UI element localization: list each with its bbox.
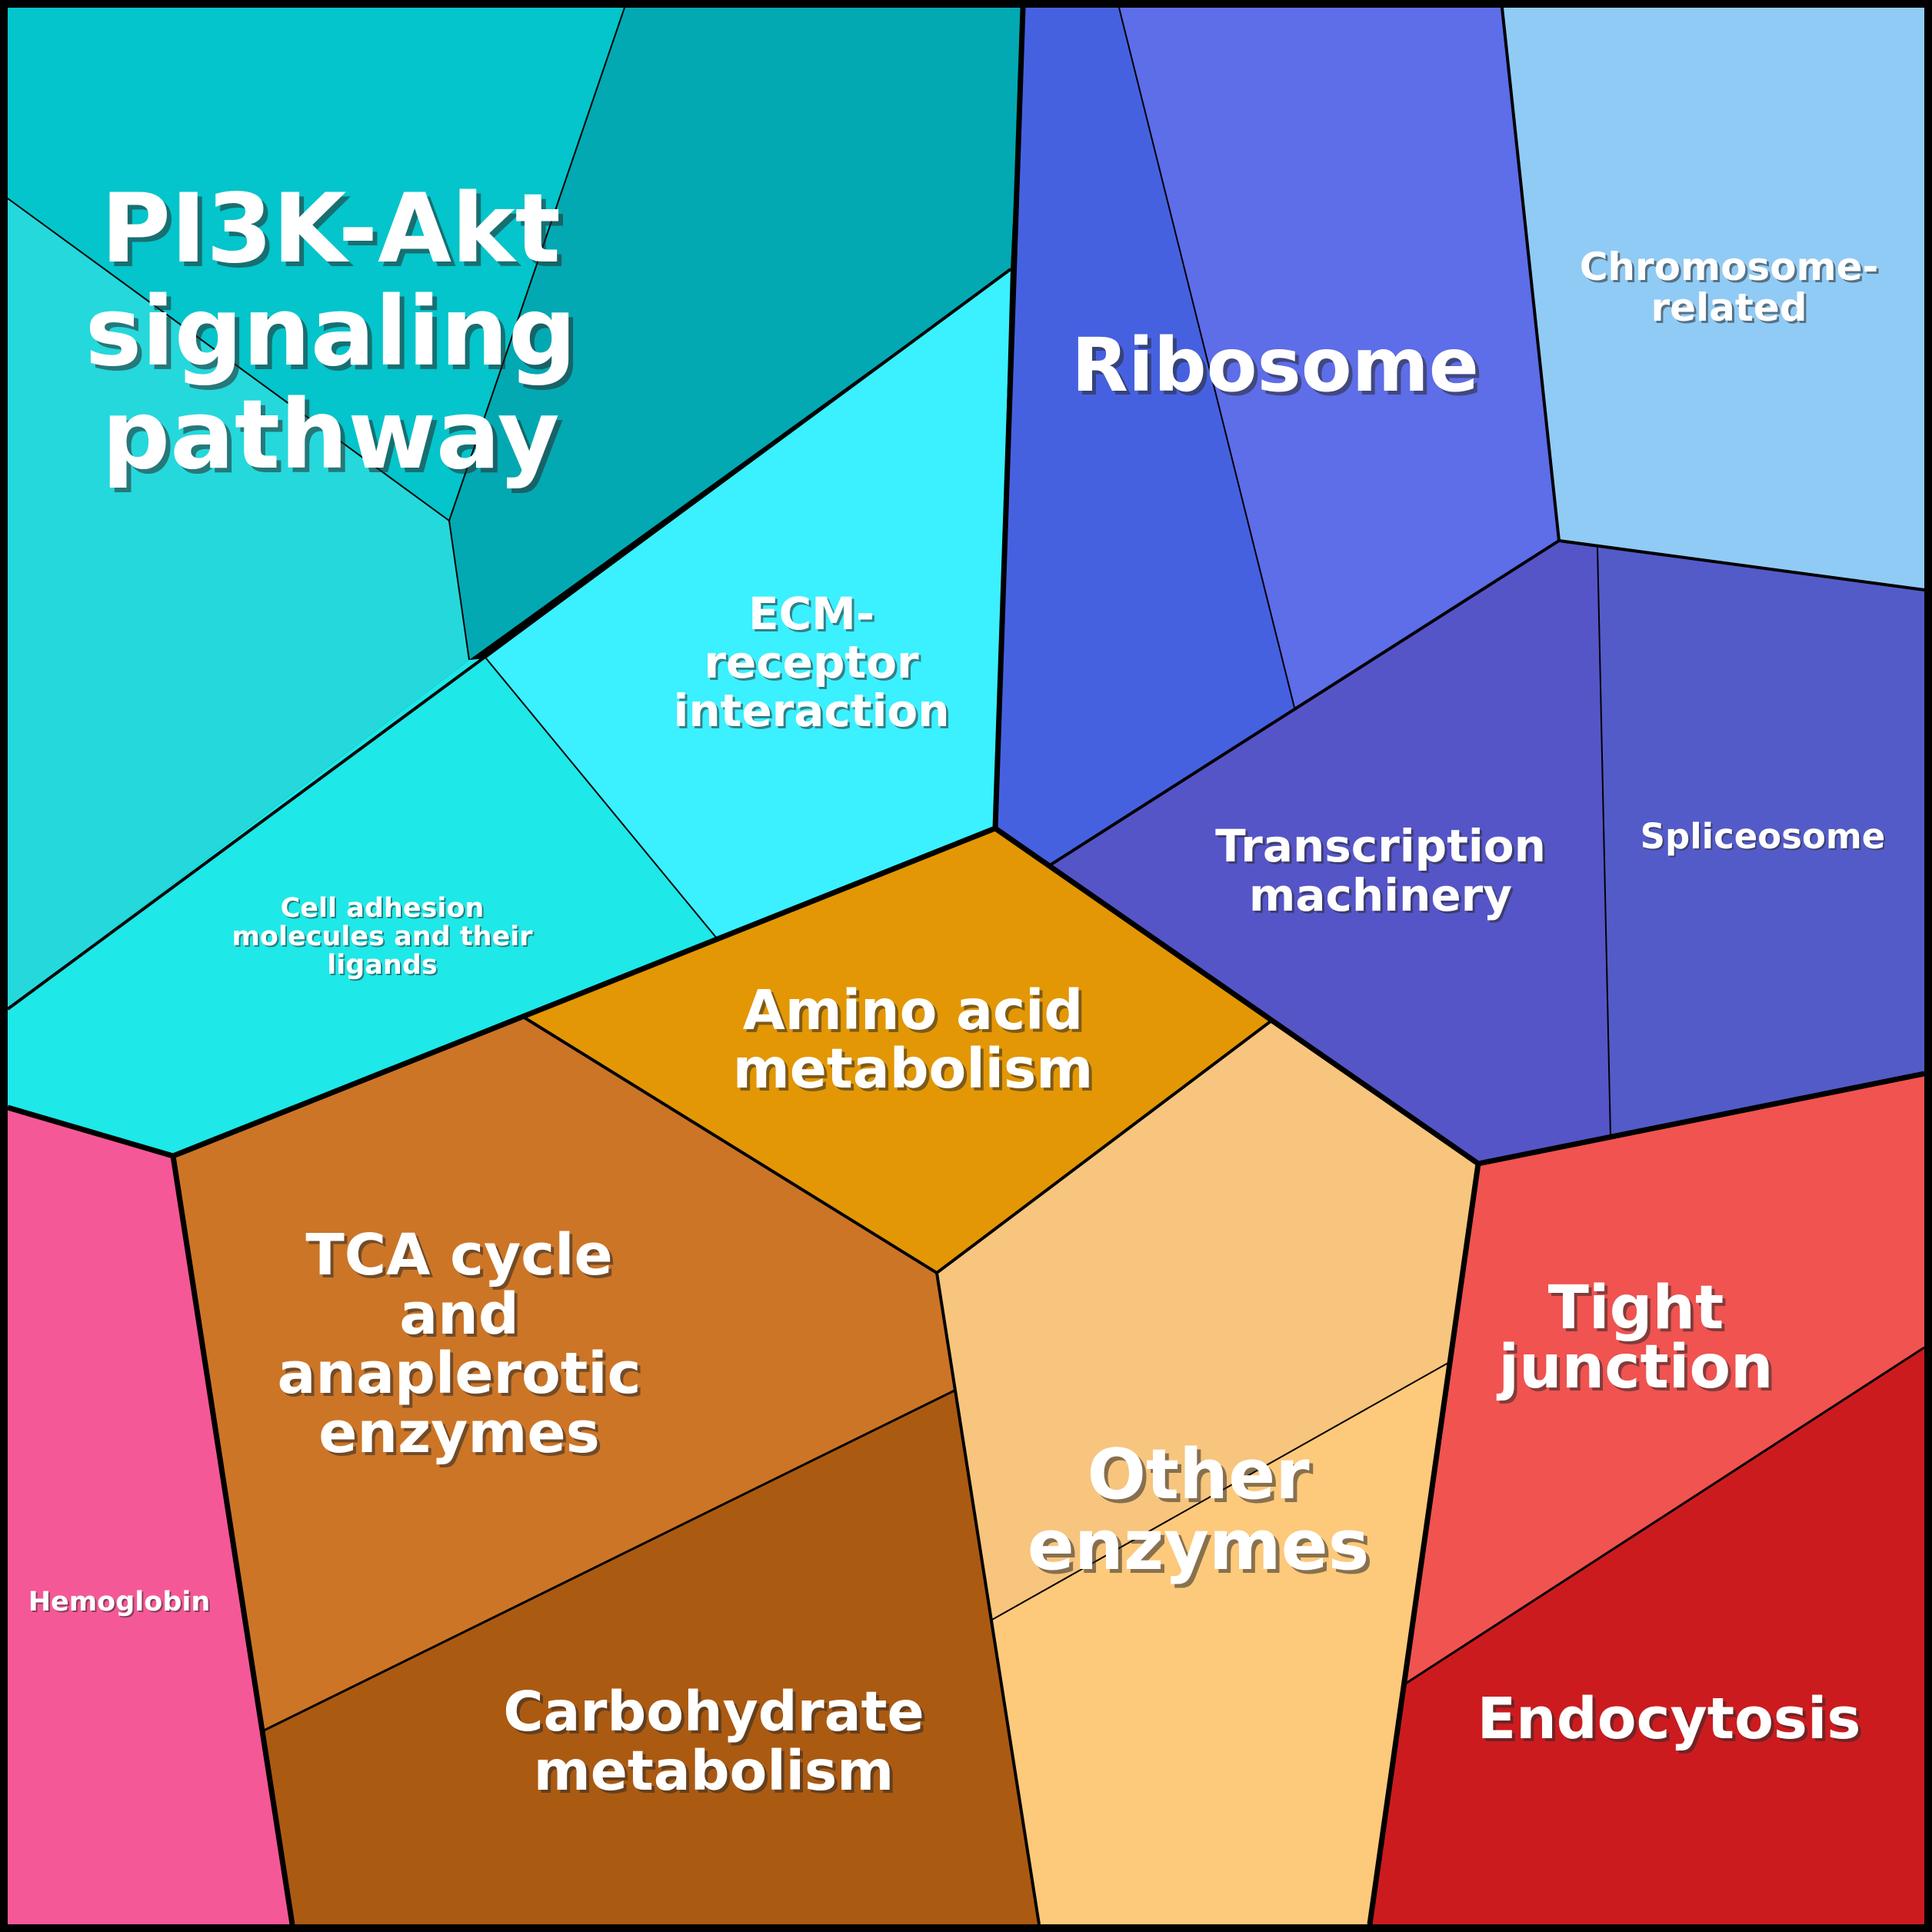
cell-chromosome[interactable] bbox=[1502, 8, 1924, 590]
label-line: Other bbox=[1087, 1434, 1310, 1515]
cell-pi3k-a[interactable] bbox=[8, 8, 625, 521]
label-shadow: Carbohydrate bbox=[506, 1683, 927, 1747]
label-shadow: Transcription bbox=[1217, 822, 1548, 874]
label-line: receptor bbox=[704, 636, 919, 688]
label-shadow: enzymes bbox=[321, 1403, 603, 1469]
label-ecm: ECM-ECM-receptorreceptorinteractioninter… bbox=[673, 588, 951, 739]
label-shadow: anaplerotic bbox=[280, 1344, 644, 1410]
label-line: pathway bbox=[102, 380, 559, 491]
cell-carbohydrate[interactable] bbox=[264, 1391, 1039, 1924]
label-line: machinery bbox=[1249, 869, 1512, 921]
cell-transcription[interactable] bbox=[1050, 541, 1611, 1164]
label-shadow: pathway bbox=[106, 385, 564, 495]
cell-ribosome-a[interactable] bbox=[995, 8, 1294, 865]
label-line: enzymes bbox=[1028, 1505, 1370, 1586]
label-line: junction bbox=[1496, 1333, 1773, 1402]
label-line: Ribosome bbox=[1071, 322, 1479, 408]
label-line: ligands bbox=[327, 950, 437, 981]
label-pi3k: PI3K-AktPI3K-Aktsignalingsignalingpathwa… bbox=[85, 174, 581, 495]
label-line: Amino acid bbox=[743, 978, 1083, 1042]
label-shadow: TCA cycle bbox=[308, 1225, 615, 1291]
label-shadow: Tight bbox=[1551, 1277, 1727, 1346]
label-shadow: signaling bbox=[89, 281, 581, 392]
label-shadow: Other bbox=[1091, 1438, 1314, 1519]
cell-ecm[interactable] bbox=[486, 269, 1011, 938]
label-shadow: metabolism bbox=[736, 1040, 1097, 1104]
group-junction bbox=[1370, 1074, 1925, 1924]
label-line: metabolism bbox=[534, 1739, 894, 1803]
label-shadow: Ribosome bbox=[1075, 326, 1483, 412]
group-metabolism bbox=[173, 828, 1478, 1925]
label-line: metabolism bbox=[733, 1037, 1094, 1101]
label-shadow: PI3K-Akt bbox=[105, 178, 565, 289]
label-line: molecules and their bbox=[232, 921, 533, 952]
label-shadow: ligands bbox=[328, 951, 438, 982]
label-shadow: junction bbox=[1499, 1336, 1776, 1405]
label-line: Chromosome- bbox=[1580, 245, 1879, 289]
cell-cell-adhesion[interactable] bbox=[8, 658, 717, 1156]
label-line: anaplerotic bbox=[277, 1341, 641, 1407]
label-shadow: molecules and their bbox=[233, 923, 535, 954]
cell-hemoglobin[interactable] bbox=[8, 1108, 292, 1924]
label-line: enzymes bbox=[318, 1400, 600, 1466]
label-line: Carbohydrate bbox=[503, 1680, 924, 1744]
label-line: related bbox=[1651, 285, 1807, 330]
cell-spliceosome[interactable] bbox=[1597, 548, 1924, 1137]
label-line: ECM- bbox=[748, 588, 874, 640]
label-shadow: enzymes bbox=[1031, 1509, 1374, 1590]
label-line: interaction bbox=[673, 685, 949, 737]
label-line: Endocytosis bbox=[1477, 1686, 1861, 1752]
label-shadow: ECM- bbox=[751, 590, 877, 642]
label-shadow: metabolism bbox=[537, 1742, 898, 1806]
group-ribosome bbox=[995, 7, 1925, 1164]
group-pi3k bbox=[6, 7, 1023, 1156]
label-line: PI3K-Akt bbox=[101, 174, 561, 285]
label-shadow: Chromosome- bbox=[1582, 247, 1881, 291]
label-shadow: Hemoglobin bbox=[30, 1588, 212, 1619]
label-shadow: receptor bbox=[706, 638, 921, 691]
label-shadow: and bbox=[402, 1284, 522, 1351]
label-shadow: Spliceosome bbox=[1642, 818, 1887, 858]
cell-tca[interactable] bbox=[173, 1017, 954, 1730]
label-shadow: Endocytosis bbox=[1481, 1689, 1864, 1755]
cell-tight-junction[interactable] bbox=[1404, 1074, 1924, 1684]
label-shadow: related bbox=[1653, 288, 1809, 332]
label-line: Transcription bbox=[1215, 820, 1546, 872]
cell-pi3k-c[interactable] bbox=[8, 198, 469, 1009]
label-line: Spliceosome bbox=[1641, 816, 1886, 857]
label-line: and bbox=[399, 1281, 519, 1347]
label-carbohydrate: CarbohydrateCarbohydratemetabolismmetabo… bbox=[503, 1680, 927, 1806]
label-shadow: interaction bbox=[675, 687, 951, 739]
label-line: Cell adhesion bbox=[281, 893, 485, 924]
label-line: TCA cycle bbox=[305, 1222, 612, 1288]
label-shadow: machinery bbox=[1251, 871, 1514, 924]
group-boundaries bbox=[7, 7, 1925, 1925]
label-shadow: Amino acid bbox=[746, 981, 1086, 1045]
labels: PI3K-AktPI3K-Aktsignalingsignalingpathwa… bbox=[28, 174, 1887, 1806]
label-line: Tight bbox=[1548, 1274, 1724, 1343]
label-shadow: Cell adhesion bbox=[282, 894, 486, 925]
label-transcription: TranscriptionTranscriptionmachinerymachi… bbox=[1215, 820, 1548, 924]
label-line: Hemoglobin bbox=[28, 1587, 211, 1617]
cell-ribosome-b[interactable] bbox=[1119, 8, 1559, 708]
cell-other-enzymes-b[interactable] bbox=[991, 1363, 1448, 1924]
cell-endocytosis[interactable] bbox=[1370, 1347, 1924, 1924]
cell-pi3k-b[interactable] bbox=[449, 8, 1023, 660]
label-line: signaling bbox=[85, 277, 576, 388]
